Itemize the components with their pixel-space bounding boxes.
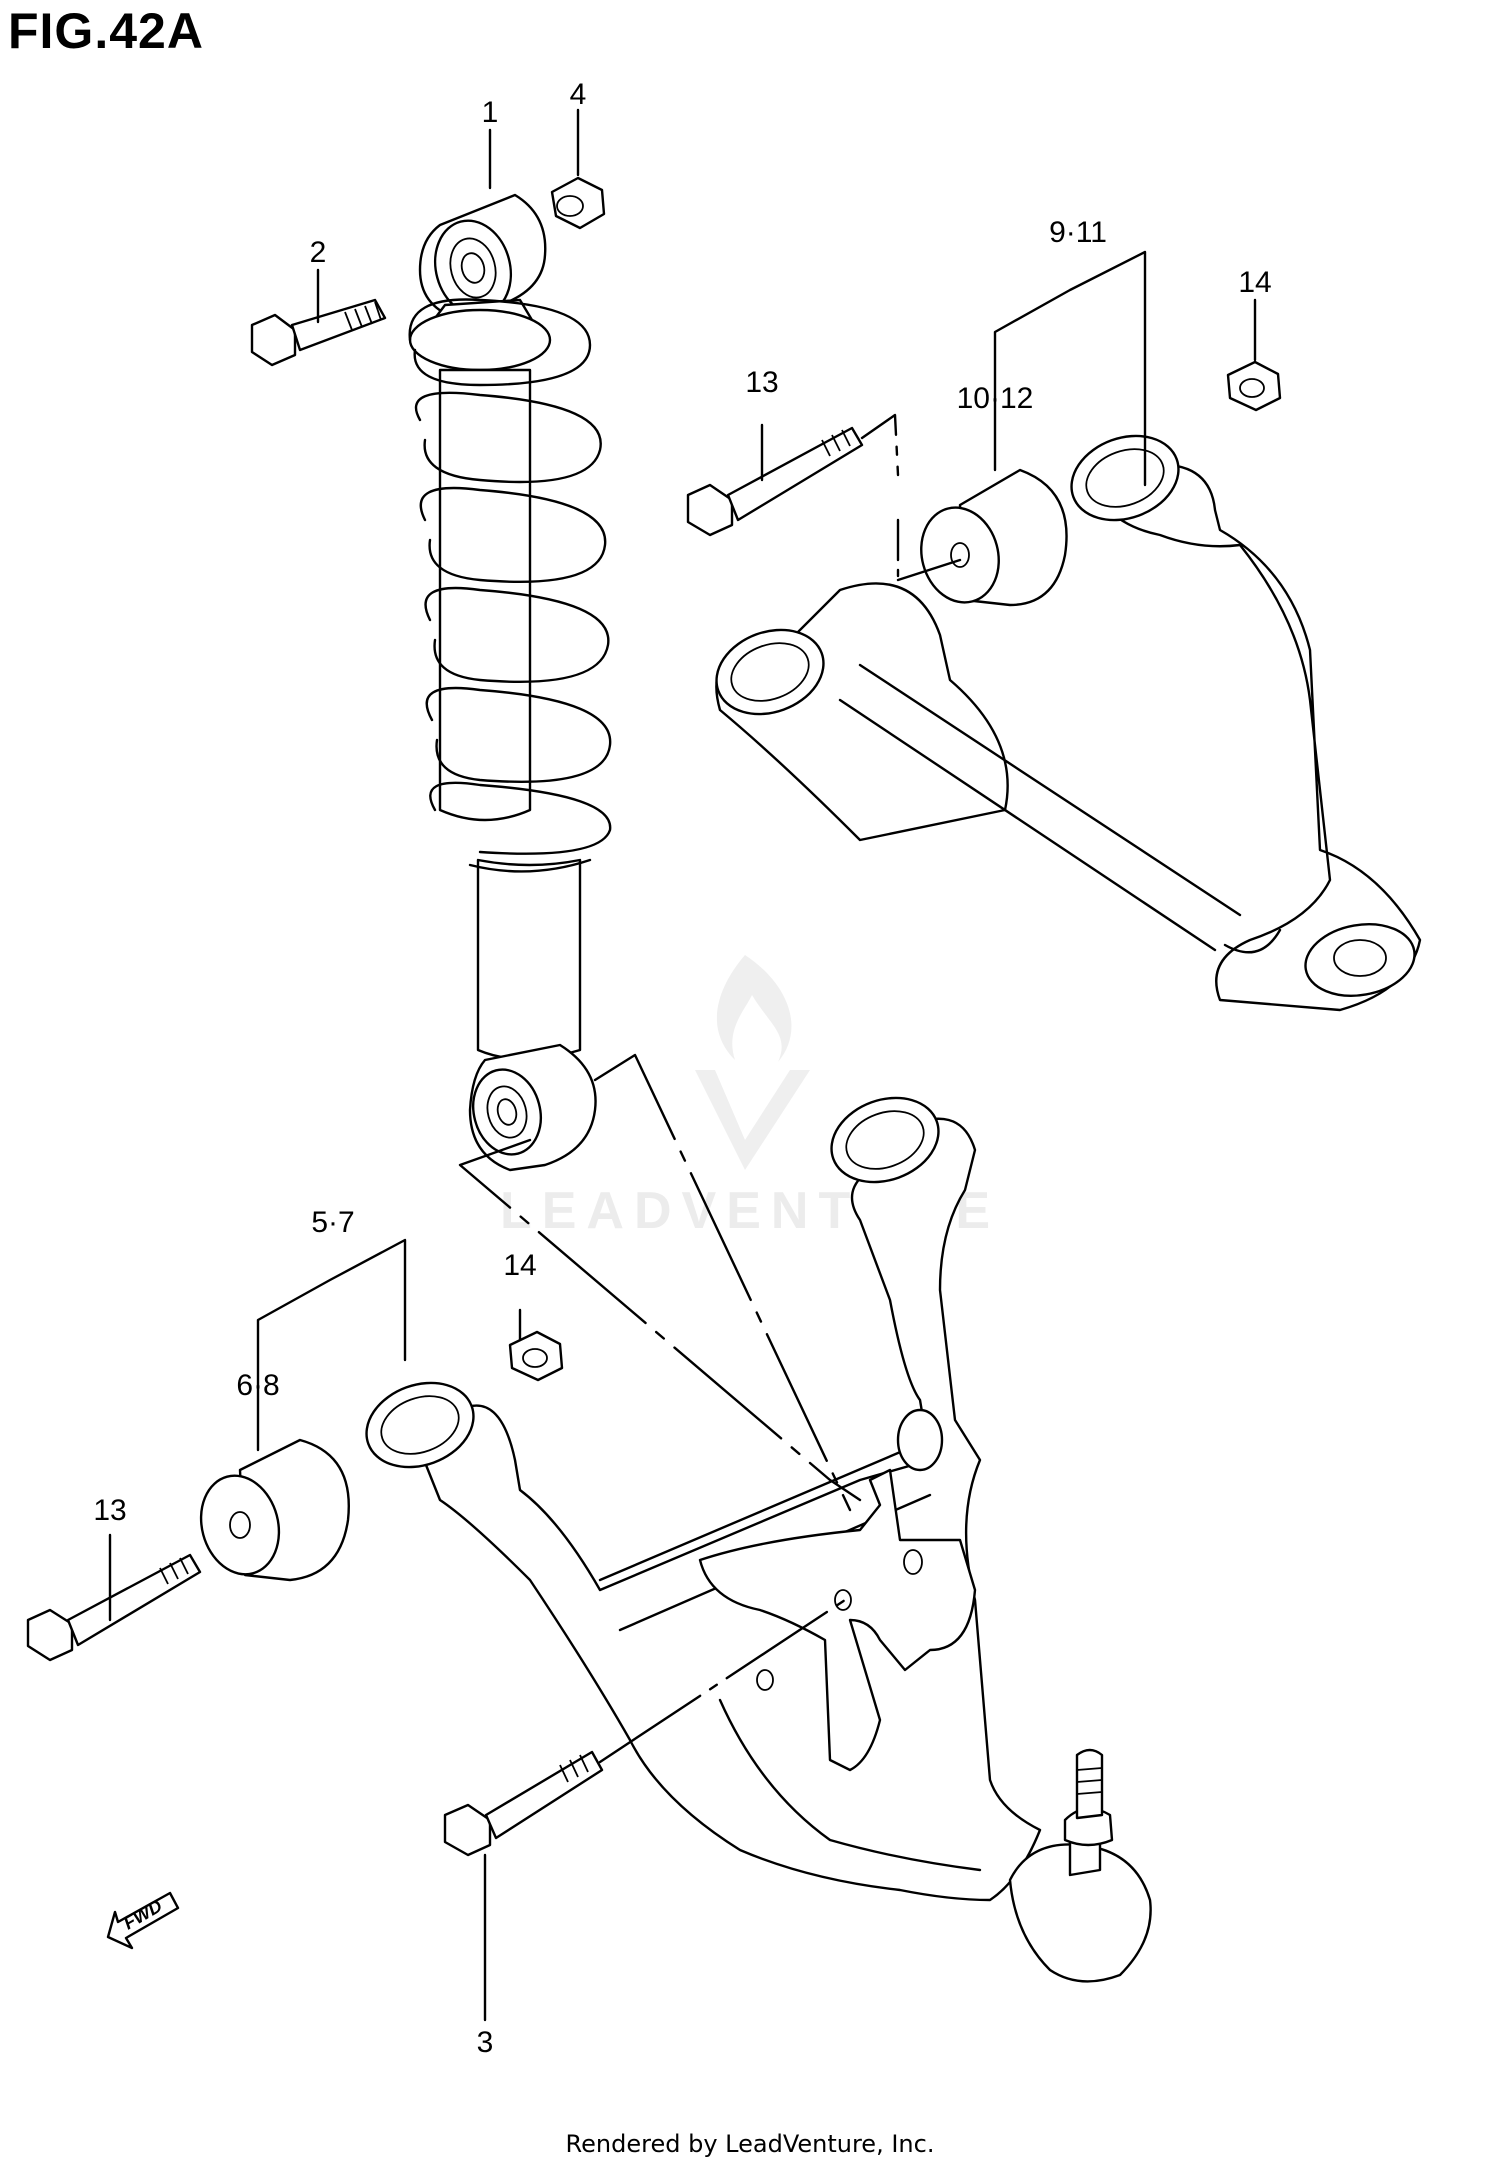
- bushing-10-12: [920, 468, 1068, 607]
- callout-14-lower: 14: [503, 1249, 536, 1282]
- callout-6-8: 6·8: [236, 1369, 279, 1402]
- callout-3: 3: [477, 2026, 494, 2059]
- figure-title: FIG.42A: [8, 3, 204, 59]
- callout-2: 2: [310, 236, 327, 269]
- callout-1: 1: [482, 96, 499, 129]
- bolt-13-upper: [686, 426, 864, 537]
- fwd-arrow-icon: FWD: [106, 1891, 180, 1950]
- lower-arm: [365, 1096, 1152, 1983]
- nut-14-lower: [508, 1330, 564, 1382]
- upper-arm: [715, 434, 1422, 1012]
- watermark-flame-icon: [716, 955, 792, 1062]
- bolt-2: [250, 298, 387, 367]
- nut-14-upper: [1226, 360, 1282, 412]
- watermark-v-icon: [695, 1070, 810, 1170]
- shock-absorber: [408, 193, 612, 1172]
- callout-13-upper: 13: [745, 366, 778, 399]
- callout-13-lower: 13: [93, 1494, 126, 1527]
- bolt-3: [443, 1750, 604, 1857]
- bushing-6-8: [199, 1438, 350, 1582]
- footer-credit: Rendered by LeadVenture, Inc.: [565, 2130, 935, 2158]
- callout-9-11: 9·11: [1049, 216, 1107, 249]
- bolt-13-lower: [26, 1553, 202, 1662]
- callout-14-upper: 14: [1238, 266, 1271, 299]
- leader-lines: [108, 108, 1257, 2022]
- callout-4: 4: [570, 78, 587, 111]
- callout-5-7: 5·7: [311, 1206, 354, 1239]
- nut-4: [550, 176, 606, 230]
- callout-10-12: 10·12: [957, 382, 1034, 415]
